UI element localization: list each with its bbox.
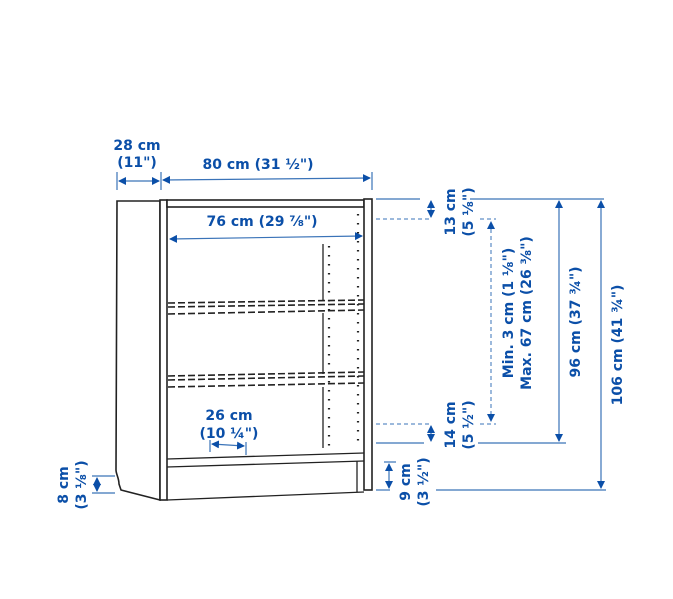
shelf-depth-label-metric: 26 cm bbox=[205, 408, 252, 424]
shelf-depth-dimension: 26 cm (10 ¼") bbox=[200, 408, 259, 455]
plinth-height-dimension: 9 cm (3 ½") bbox=[385, 457, 432, 507]
plinth-height-label-metric: 9 cm bbox=[398, 463, 414, 501]
adjustable-shelf bbox=[167, 371, 365, 388]
top-gap-label-imperial: (5 ⅛") bbox=[461, 187, 477, 236]
depth-label-metric: 28 cm bbox=[113, 138, 160, 154]
bookcase-drawing bbox=[115, 198, 373, 502]
right-upright bbox=[363, 198, 373, 491]
bottom-shelf-height-label-metric: 14 cm bbox=[443, 401, 459, 448]
foot-cutout-label-metric: 8 cm bbox=[56, 466, 72, 504]
width-dimension: 80 cm (31 ½") bbox=[162, 157, 373, 190]
total-height-label: 106 cm (41 ¾") bbox=[610, 285, 626, 406]
total-height-dimension: 106 cm (41 ¾") bbox=[597, 200, 626, 489]
plinth-bottom bbox=[166, 491, 365, 501]
shelf-range-min-label: Min. 3 cm (1 ⅛") bbox=[501, 248, 517, 378]
top-panel bbox=[166, 199, 365, 208]
depth-label-imperial: (11") bbox=[117, 155, 157, 171]
foot-cutout-label-imperial: (3 ⅛") bbox=[74, 460, 90, 509]
top-gap-label-metric: 13 cm bbox=[443, 188, 459, 235]
foot-cutout-dimension: 8 cm (3 ⅛") bbox=[56, 460, 115, 510]
bottom-shelf-height-label-imperial: (5 ½") bbox=[461, 400, 477, 449]
depth-dimension: 28 cm (11") bbox=[113, 138, 162, 190]
shelf-range-dimension: Min. 3 cm (1 ⅛") Max. 67 cm (26 ⅜") bbox=[487, 221, 535, 422]
shelf-range-max-label: Max. 67 cm (26 ⅜") bbox=[519, 236, 535, 390]
top-gap-dimension: 13 cm (5 ⅛") bbox=[427, 187, 477, 237]
inner-height-dimension: 96 cm (37 ¾") bbox=[555, 200, 584, 442]
adjustable-shelf bbox=[167, 299, 365, 315]
inner-width-label: 76 cm (29 ⅞") bbox=[206, 214, 317, 230]
bottom-shelf-height-dimension: 14 cm (5 ½") bbox=[427, 400, 477, 450]
inner-height-label: 96 cm (37 ¾") bbox=[568, 266, 584, 377]
width-label: 80 cm (31 ½") bbox=[202, 157, 313, 173]
inner-width-dimension: 76 cm (29 ⅞") bbox=[169, 214, 363, 243]
shelf-depth-label-imperial: (10 ¼") bbox=[200, 426, 259, 442]
left-upright bbox=[159, 199, 168, 501]
bottom-shelf-front bbox=[166, 460, 365, 468]
side-panel bbox=[115, 200, 161, 502]
plinth-height-label-imperial: (3 ½") bbox=[416, 457, 432, 506]
bottom-shelf-top bbox=[166, 452, 365, 460]
